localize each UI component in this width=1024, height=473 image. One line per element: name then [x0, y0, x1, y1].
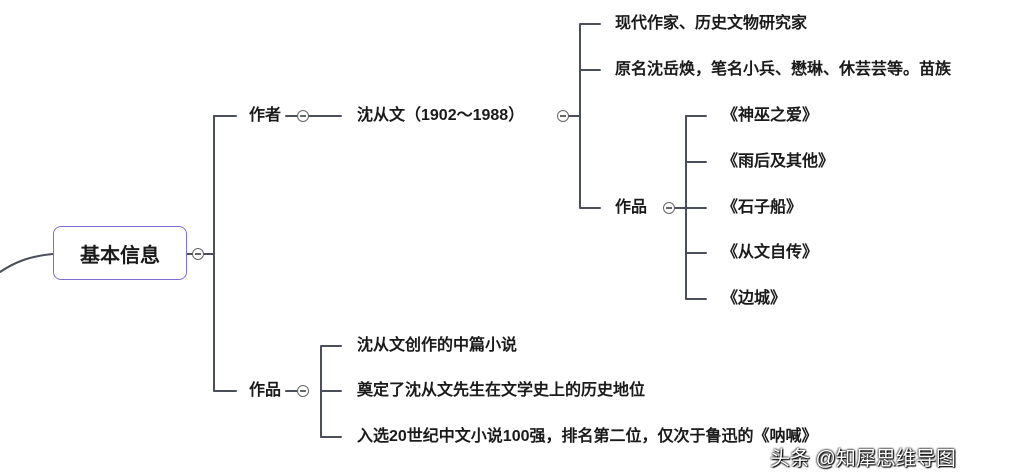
work-item[interactable]: 《从文自传》	[722, 244, 819, 261]
root-collapse-icon[interactable]	[192, 248, 204, 260]
branch-works[interactable]: 作品	[249, 382, 282, 399]
works-info-item[interactable]: 奠定了沈从文先生在文学史上的历史地位	[357, 382, 646, 399]
root-incoming-line	[0, 253, 54, 273]
works-children-line	[669, 115, 707, 300]
works-collapse-icon[interactable]	[297, 385, 309, 397]
author-works-collapse-icon[interactable]	[663, 202, 675, 214]
works-info-item[interactable]: 入选20世纪中文小说100强，排名第二位，仅次于鲁迅的《呐喊》	[357, 428, 818, 445]
works-info-item[interactable]: 沈从文创作的中篇小说	[357, 337, 518, 354]
author-works-node[interactable]: 作品	[615, 199, 648, 216]
work-item[interactable]: 《雨后及其他》	[722, 153, 835, 170]
author-info-item[interactable]: 现代作家、历史文物研究家	[615, 15, 808, 32]
work-item[interactable]: 《神巫之爱》	[722, 107, 819, 124]
branch-author[interactable]: 作者	[249, 107, 282, 124]
author-collapse-icon[interactable]	[297, 110, 309, 122]
author-info-item[interactable]: 原名沈岳焕，笔名小兵、懋琳、休芸芸等。苗族	[615, 61, 952, 78]
author-name-node[interactable]: 沈从文（1902～1988）	[357, 107, 525, 124]
watermark: 头条 @知犀思维导图	[770, 448, 956, 470]
lower-works-line	[285, 345, 342, 438]
author-name-collapse-icon[interactable]	[557, 110, 569, 122]
root-node[interactable]: 基本信息	[53, 226, 187, 280]
shen-children-line	[563, 23, 601, 209]
work-item[interactable]: 《石子船》	[722, 199, 803, 216]
work-item[interactable]: 《边城》	[722, 290, 787, 307]
